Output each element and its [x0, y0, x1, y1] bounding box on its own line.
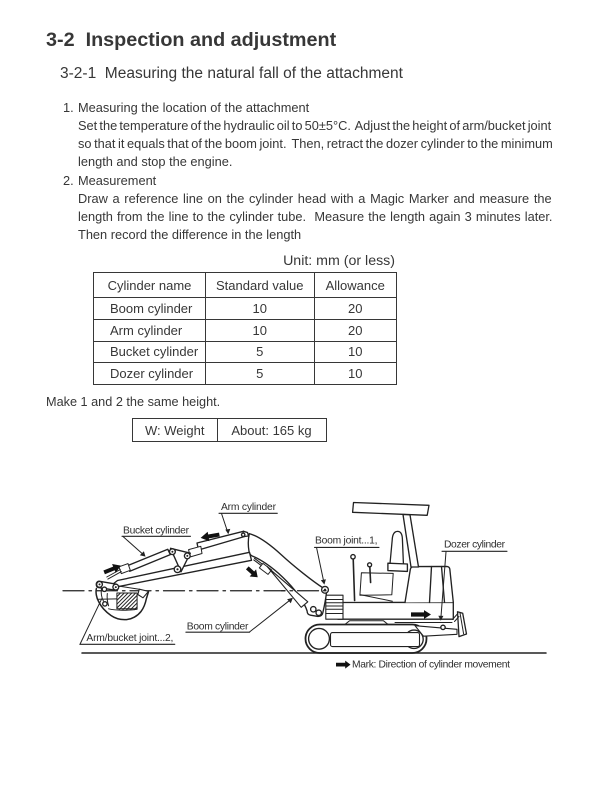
svg-text:Arm/bucket joint...2,: Arm/bucket joint...2, [86, 633, 173, 644]
svg-text:Boom cylinder: Boom cylinder [187, 622, 249, 633]
svg-text:Mark: Direction of cylinder mo: Mark: Direction of cylinder movement [352, 660, 510, 671]
svg-text:Dozer cylinder: Dozer cylinder [444, 539, 506, 550]
svg-text:Bucket cylinder: Bucket cylinder [123, 526, 190, 537]
svg-text:Arm cylinder: Arm cylinder [221, 502, 277, 513]
svg-text:Boom joint...1,: Boom joint...1, [315, 536, 378, 547]
